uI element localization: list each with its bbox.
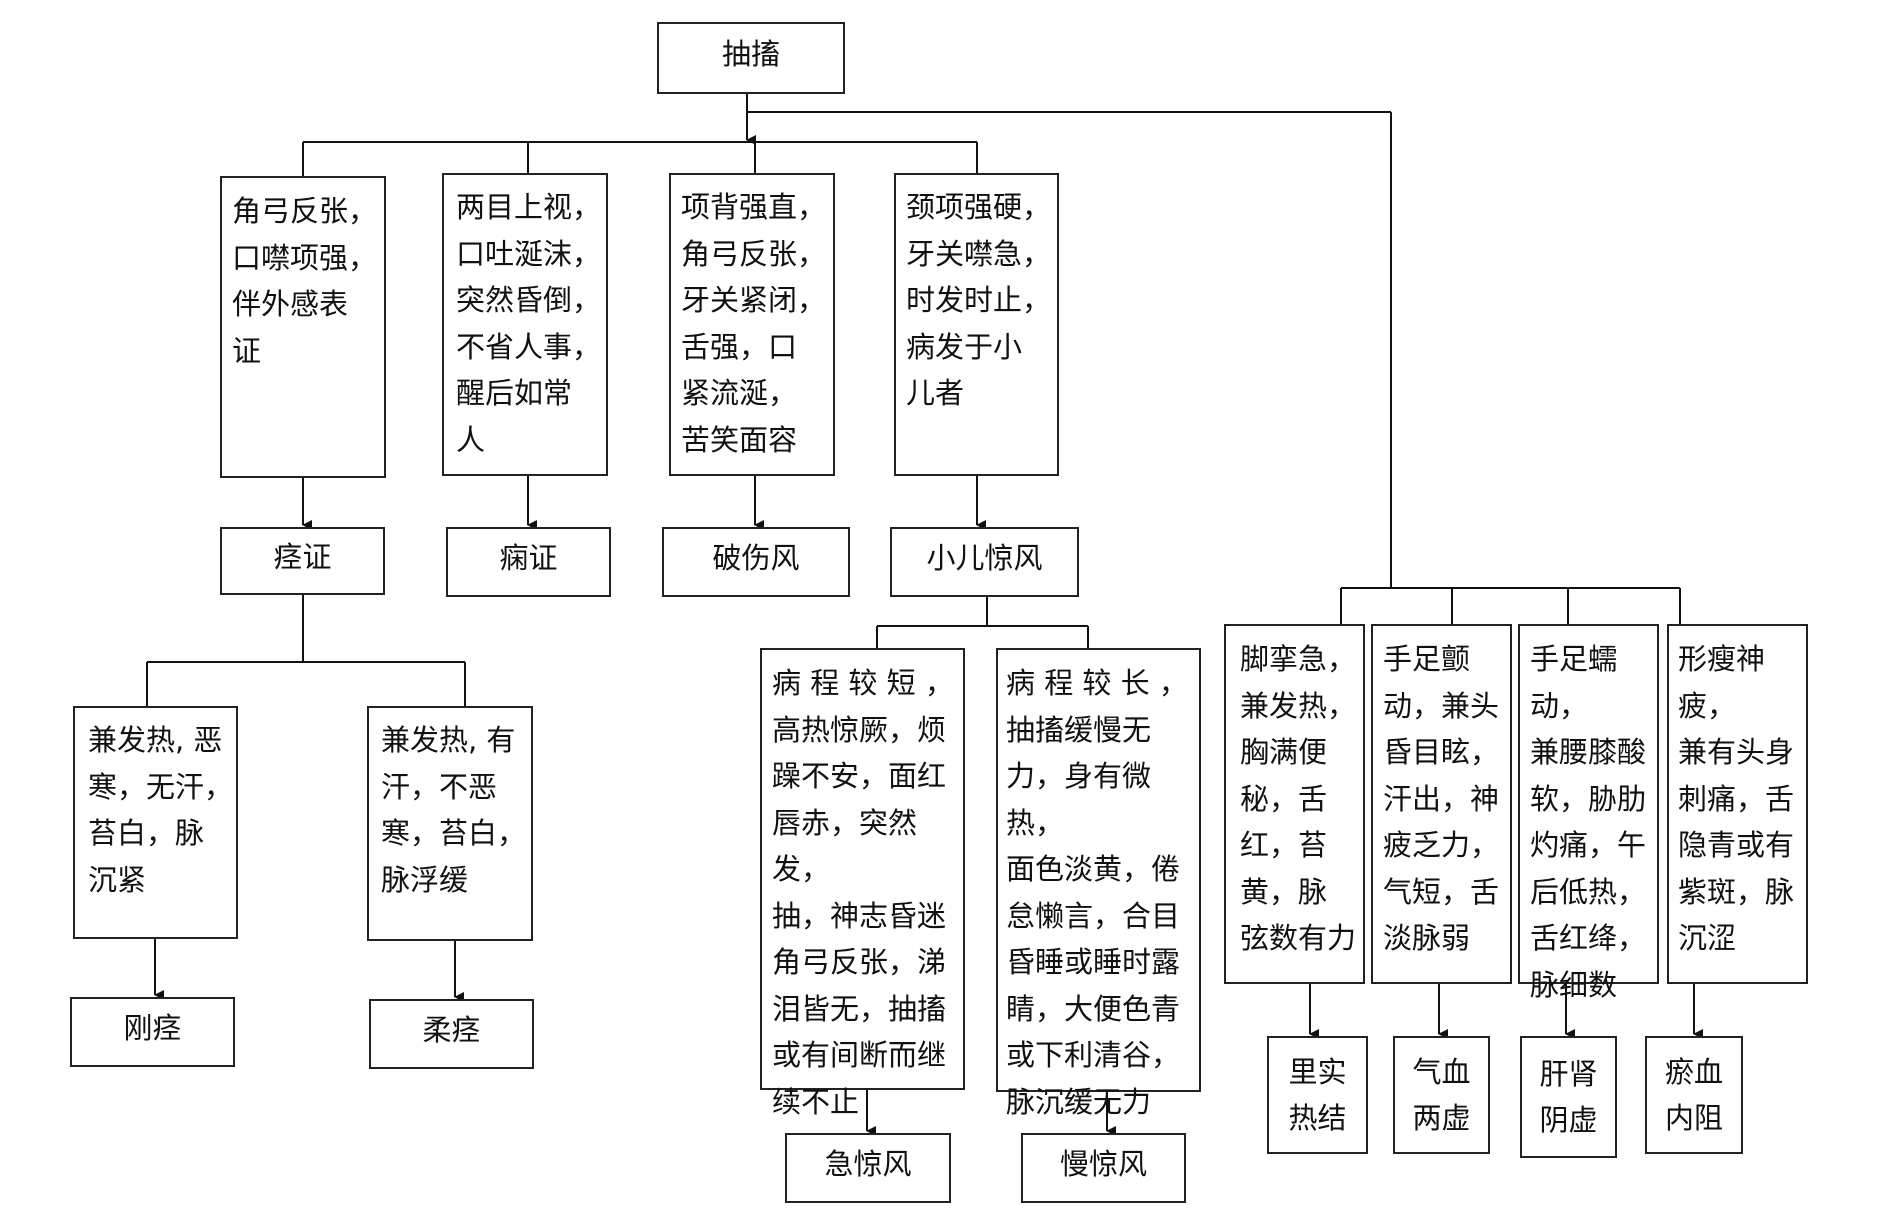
root-node-box xyxy=(657,22,845,94)
jijingfeng-diagnosis-box xyxy=(785,1133,951,1203)
yuxueneizu-diagnosis-box xyxy=(1645,1036,1743,1154)
manjingfeng-symptom-box xyxy=(996,648,1201,1092)
gangjing-diagnosis-label: 刚痉 xyxy=(123,1011,182,1045)
qixueliangxu-symptom-text: 手足颤 动，兼头 昏目眩， 汗出，神 疲乏力， 气短，舌 淡脉弱 xyxy=(1383,642,1500,955)
qixueliangxu-diagnosis-box xyxy=(1393,1036,1490,1154)
poshangfeng-diagnosis-box xyxy=(662,527,850,597)
jijingfeng-symptom-text: 病 程 较 短 ， 高热惊厥，烦 躁不安，面红 唇赤，突然发， 抽，神志昏迷 角… xyxy=(772,666,954,1119)
jijingfeng-symptom-box xyxy=(760,648,965,1090)
lishirejie-symptom-box xyxy=(1224,624,1365,984)
lishirejie-symptom-text: 脚挛急， 兼发热， 胸满便 秘，舌 红，苔 黄，脉 弦数有力 xyxy=(1240,642,1357,955)
ganshenyinxu-symptom-text: 手足蠕动， 兼腰膝酸 软，胁肋 灼痛，午 后低热， 舌红绛， 脉细数 xyxy=(1530,642,1647,1002)
roujing-symptom-box xyxy=(367,706,533,941)
xian-diagnosis-box xyxy=(446,527,611,597)
ganshenyinxu-diagnosis-box xyxy=(1520,1036,1617,1158)
jingfeng-symptom-box xyxy=(894,173,1059,476)
ganshenyinxu-symptom-box xyxy=(1518,624,1659,984)
jingfeng-diagnosis-label: 小儿惊风 xyxy=(926,541,1043,575)
qixueliangxu-symptom-box xyxy=(1371,624,1512,984)
jing-diagnosis-label: 痉证 xyxy=(273,540,332,574)
jingfeng-symptom-text: 颈项强硬， 牙关噤急， 时发时止， 病发于小 儿者 xyxy=(906,190,1052,410)
xian-symptom-text: 两目上视， 口吐涎沫， 突然昏倒， 不省人事， 醒后如常 人 xyxy=(456,190,602,457)
xian-diagnosis-label: 痫证 xyxy=(499,541,558,575)
manjingfeng-symptom-text: 病 程 较 长 ， 抽搐缓慢无 力，身有微热， 面色淡黄，倦 怠懒言，合目 昏睡… xyxy=(1006,666,1188,1119)
jingfeng-diagnosis-box xyxy=(890,527,1079,597)
roujing-symptom-text: 兼发热, 有 汗，不恶 寒，苔白， 脉浮缓 xyxy=(381,723,527,897)
qixueliangxu-diagnosis-label: 气血 两虚 xyxy=(1412,1055,1471,1135)
jing-symptom-box xyxy=(220,176,386,478)
lishirejie-diagnosis-label: 里实 热结 xyxy=(1288,1055,1347,1135)
gangjing-symptom-box xyxy=(73,706,238,939)
jing-diagnosis-box xyxy=(220,527,385,595)
ganshenyinxu-diagnosis-label: 肝肾 阴虚 xyxy=(1539,1057,1598,1137)
poshangfeng-symptom-box xyxy=(669,173,835,476)
root-node-label: 抽搐 xyxy=(721,37,780,71)
jing-symptom-text: 角弓反张， 口噤项强， 伴外感表 证 xyxy=(232,194,378,368)
poshangfeng-diagnosis-label: 破伤风 xyxy=(712,541,800,575)
lishirejie-diagnosis-box xyxy=(1267,1036,1368,1154)
gangjing-symptom-text: 兼发热, 恶 寒，无汗， 苔白，脉 沉紧 xyxy=(88,723,234,897)
manjingfeng-diagnosis-label: 慢惊风 xyxy=(1059,1147,1147,1181)
xian-symptom-box xyxy=(442,173,608,476)
yuxueneizu-diagnosis-label: 瘀血 内阻 xyxy=(1664,1055,1723,1135)
roujing-diagnosis-box xyxy=(369,999,534,1069)
yuxueneizu-symptom-box xyxy=(1667,624,1808,984)
poshangfeng-symptom-text: 项背强直， 角弓反张， 牙关紧闭， 舌强，口 紧流涎， 苦笑面容 xyxy=(681,190,827,457)
manjingfeng-diagnosis-box xyxy=(1021,1133,1186,1203)
roujing-diagnosis-label: 柔痉 xyxy=(422,1013,481,1047)
yuxueneizu-symptom-text: 形瘦神疲， 兼有头身 刺痛，舌 隐青或有 紫斑，脉 沉涩 xyxy=(1678,642,1795,955)
gangjing-diagnosis-box xyxy=(70,997,235,1067)
jijingfeng-diagnosis-label: 急惊风 xyxy=(824,1147,912,1181)
